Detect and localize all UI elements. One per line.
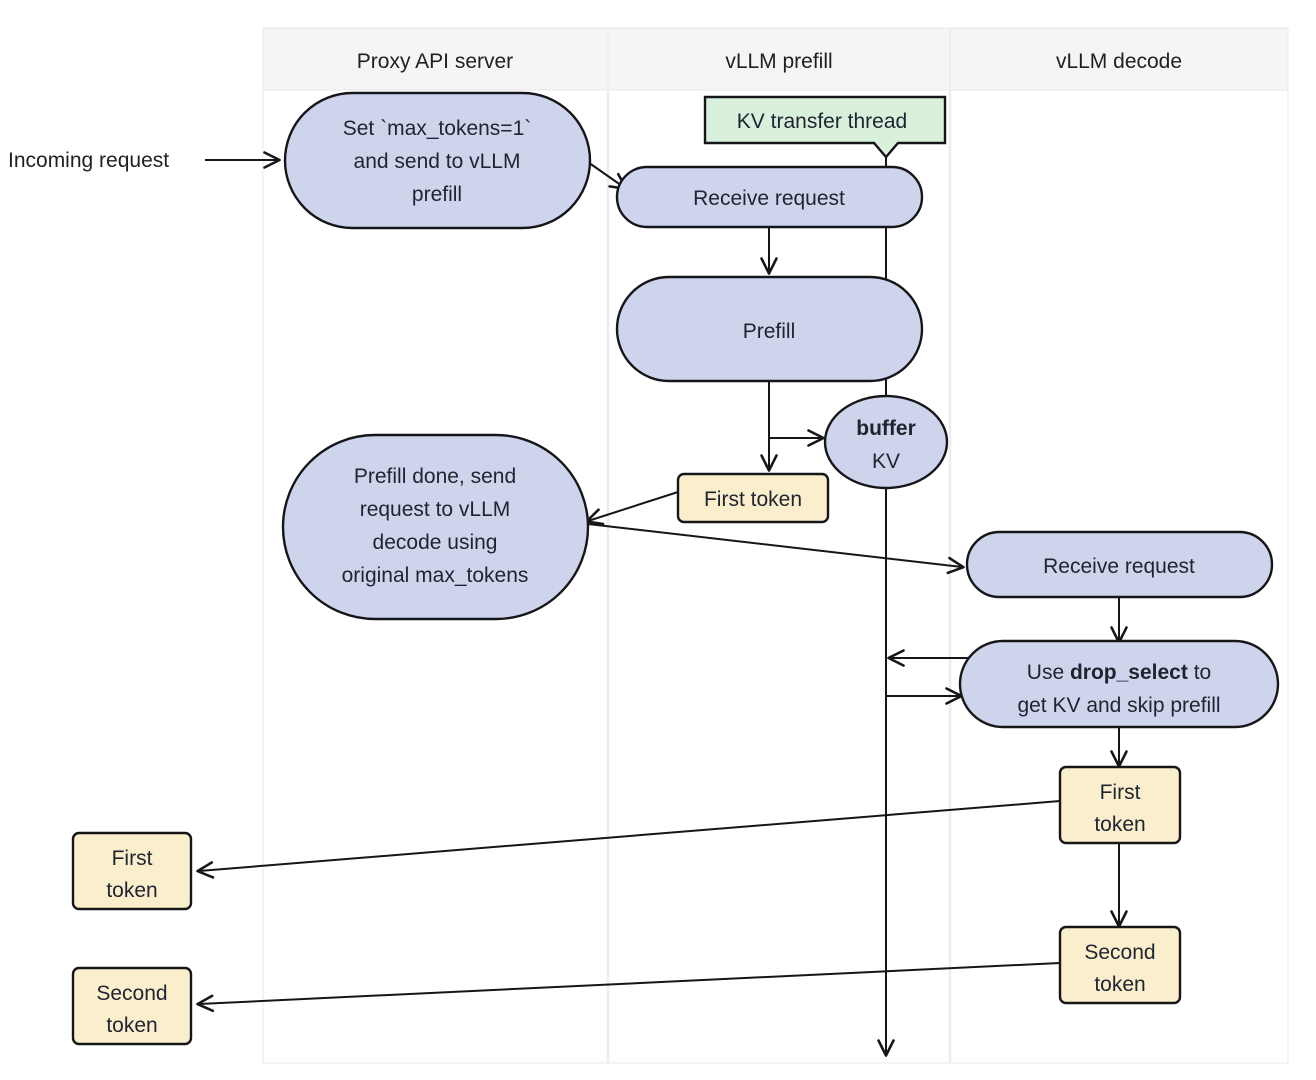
edge-decode-first-token-to-proxy-first-token <box>196 800 1061 879</box>
node-set-max-tokens-shape[interactable] <box>283 91 592 230</box>
node-prefill-first-token-shape[interactable] <box>676 472 830 524</box>
lane-label-decode: vLLM decode <box>1056 50 1182 73</box>
node-prefill-receive-request[interactable]: Receive request <box>615 165 924 229</box>
node-decode-receive-request[interactable]: Receive request <box>965 530 1274 599</box>
node-buffer-kv-line-0: buffer <box>856 417 916 440</box>
node-proxy-first-token-line-0: First <box>112 847 153 870</box>
edge-decode-second-token-to-proxy-second-token <box>196 962 1061 1013</box>
node-decode-second-token-line-1: token <box>1094 973 1145 996</box>
node-drop-select-suffix: to <box>1188 661 1211 684</box>
node-drop-select-keyword: drop_select <box>1070 661 1188 684</box>
incoming-request-label: Incoming request <box>8 149 169 172</box>
node-decode-first-token-line-0: First <box>1100 781 1141 804</box>
node-prefill[interactable]: Prefill <box>615 275 924 383</box>
node-decode-second-token[interactable]: Second token <box>1058 925 1182 1005</box>
node-proxy-second-token-shape[interactable] <box>71 966 193 1046</box>
lane-label-proxy: Proxy API server <box>357 50 513 73</box>
node-decode-first-token[interactable]: First token <box>1058 765 1182 845</box>
edge-setmax-to-prefill-receive <box>584 159 628 191</box>
edge-prefill-first-token-to-prefill-done <box>585 491 679 526</box>
node-proxy-second-token-line-0: Second <box>96 982 167 1005</box>
node-prefill-done-line-0: Prefill done, send <box>354 465 516 488</box>
node-proxy-first-token-shape[interactable] <box>71 831 193 911</box>
lane-header-proxy <box>262 27 609 91</box>
node-drop-select-prefix: Use <box>1027 661 1070 684</box>
node-set-max-tokens-line-1: and send to vLLM <box>354 150 521 173</box>
node-prefill-done-line-1: request to vLLM <box>360 498 511 521</box>
node-prefill-receive-request-label: Receive request <box>693 187 845 210</box>
node-decode-first-token-line-1: token <box>1094 813 1145 836</box>
node-proxy-second-token-line-1: token <box>106 1014 157 1037</box>
node-drop-select[interactable]: Use drop_select to get KV and skip prefi… <box>958 639 1280 729</box>
lane-header-prefill <box>607 27 951 91</box>
node-decode-receive-request-shape[interactable] <box>965 530 1274 599</box>
node-kv-transfer-thread-shape[interactable] <box>703 95 947 159</box>
node-decode-receive-request-label: Receive request <box>1043 555 1195 578</box>
node-decode-second-token-shape[interactable] <box>1058 925 1182 1005</box>
node-prefill-first-token-label: First token <box>704 488 802 511</box>
node-buffer-kv-shape[interactable] <box>823 394 949 490</box>
node-prefill-done-line-2: decode using <box>373 531 498 554</box>
lane-label-prefill: vLLM prefill <box>725 50 832 73</box>
node-kv-transfer-thread-label: KV transfer thread <box>737 110 907 133</box>
node-drop-select-line-0: Use drop_select to <box>1027 661 1211 684</box>
node-proxy-first-token-line-1: token <box>106 879 157 902</box>
node-buffer-kv[interactable]: buffer KV <box>823 394 949 490</box>
node-decode-second-token-line-0: Second <box>1084 941 1155 964</box>
node-proxy-second-token[interactable]: Second token <box>71 966 193 1046</box>
node-drop-select-shape[interactable] <box>958 639 1280 729</box>
node-kv-transfer-thread[interactable]: KV transfer thread <box>703 95 947 159</box>
node-buffer-kv-line-1: KV <box>872 450 900 473</box>
node-set-max-tokens-line-2: prefill <box>412 183 462 206</box>
node-prefill-label: Prefill <box>743 320 796 343</box>
node-prefill-done[interactable]: Prefill done, send request to vLLM decod… <box>281 433 590 621</box>
node-decode-first-token-shape[interactable] <box>1058 765 1182 845</box>
node-prefill-done-line-3: original max_tokens <box>342 564 529 587</box>
node-prefill-done-shape[interactable] <box>281 433 590 621</box>
node-proxy-first-token[interactable]: First token <box>71 831 193 911</box>
node-prefill-first-token[interactable]: First token <box>676 472 830 524</box>
node-set-max-tokens[interactable]: Set `max_tokens=1` and send to vLLM pref… <box>283 91 592 230</box>
node-drop-select-line-1: get KV and skip prefill <box>1017 694 1220 717</box>
edge-prefill-done-to-decode-receive <box>587 523 965 575</box>
lane-header-decode <box>949 27 1289 91</box>
node-prefill-receive-request-shape[interactable] <box>615 165 924 229</box>
node-set-max-tokens-line-0: Set `max_tokens=1` <box>343 117 532 140</box>
node-prefill-shape[interactable] <box>615 275 924 383</box>
